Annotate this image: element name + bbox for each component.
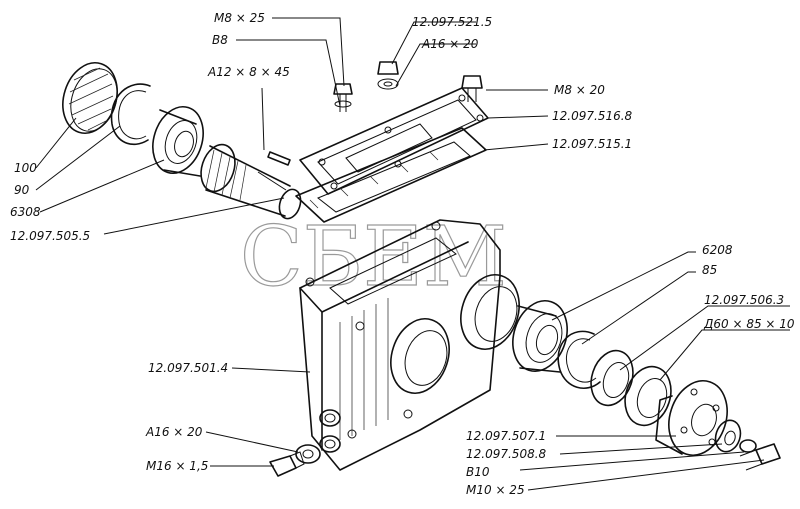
label-12.097.507.1: 12.097.507.1: [466, 429, 546, 443]
label-b8: В8: [212, 33, 228, 47]
housing-ports: [319, 409, 341, 453]
label-b10: В10: [466, 465, 490, 479]
label-12.097.505.5: 12.097.505.5: [10, 229, 90, 243]
washer-b10: [739, 439, 757, 453]
bolt-m8x25: [333, 83, 353, 112]
cup-12.097.506.3: [590, 349, 634, 407]
retaining-ring-90: [110, 83, 151, 146]
label-12.097.508.8: 12.097.508.8: [466, 447, 547, 461]
washer-12.097.508.8: [714, 419, 742, 453]
cover-disc-100: [62, 62, 118, 134]
label-m10x25: М10 × 25: [466, 483, 525, 497]
shaft-12.097.505.5: [200, 143, 302, 220]
retaining-ring-85: [557, 330, 601, 390]
label-12.097.506.3: 12.097.506.3: [704, 293, 784, 307]
washer-a16x20-lower: [295, 444, 321, 464]
label-12.097.521.5: 12.097.521.5: [412, 15, 492, 29]
label-6208: 6208: [702, 243, 733, 257]
flange-12.097.507.1: [655, 380, 728, 456]
gasket-12.097.515.1: [295, 127, 487, 223]
label-12.097.515.1: 12.097.515.1: [552, 137, 632, 151]
cover-plate-12.097.516.8: [299, 87, 489, 195]
label-m8x25: М8 × 25: [214, 11, 265, 25]
label-12.097.516.8: 12.097.516.8: [552, 109, 633, 123]
housing-bore-lower: [390, 318, 450, 394]
bearing-6308: [152, 106, 204, 177]
label-d60x85x10: Д60 × 85 × 10: [703, 317, 795, 331]
bolt-m10x25: [739, 443, 781, 471]
label-90: 90: [14, 183, 30, 197]
housing-12.097.501.4: [299, 219, 501, 471]
label-100: 100: [14, 161, 37, 175]
label-m16x1.5: М16 × 1,5: [146, 459, 208, 473]
label-a12x8x45: А12 × 8 × 45: [207, 65, 290, 79]
label-a16x20-lower: А16 × 20: [145, 425, 203, 439]
bolt-a16x20-top: [377, 61, 399, 90]
seal-d60x85x10: [624, 365, 672, 427]
leader-lines: [35, 17, 790, 491]
label-a16x20-top: А16 × 20: [421, 37, 479, 51]
label-12.097.501.4: 12.097.501.4: [148, 361, 228, 375]
key-a12x8x45: [267, 151, 291, 166]
bearing-6208: [512, 300, 568, 373]
label-6308: 6308: [10, 205, 41, 219]
watermark: СБЕМ: [240, 210, 507, 305]
plug-m16x1.5: [269, 451, 305, 477]
label-85: 85: [702, 263, 717, 277]
label-m8x20: М8 × 20: [554, 83, 605, 97]
housing-bore-upper: [460, 274, 520, 350]
